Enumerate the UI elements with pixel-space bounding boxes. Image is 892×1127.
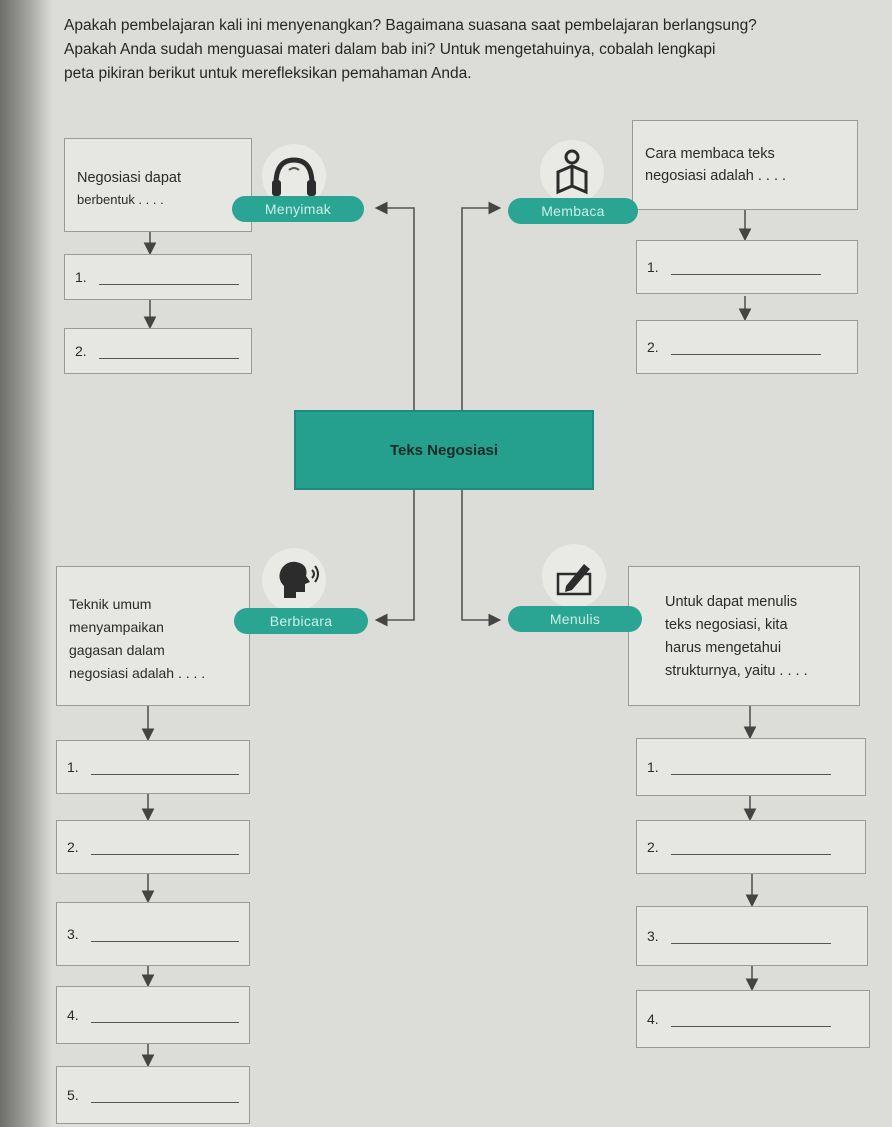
slot-number: 1. (647, 259, 659, 275)
headphones-icon (272, 157, 316, 196)
slot-number: 1. (67, 759, 79, 775)
menulis-answer-slot-3[interactable]: 3. (636, 906, 868, 966)
answer-line (671, 1012, 831, 1027)
slot-number: 1. (75, 269, 87, 285)
answer-line (99, 344, 239, 359)
answer-line (671, 929, 831, 944)
menyimak-question-line-2: berbentuk . . . . (77, 192, 164, 207)
menulis-question-line-2: teks negosiasi, kita (665, 617, 788, 633)
answer-line (90, 760, 239, 775)
membaca-question-box: Cara membaca teks negosiasi adalah . . .… (632, 120, 858, 210)
center-topic-box: Teks Negosiasi (294, 410, 594, 490)
menulis-answer-slot-1[interactable]: 1. (636, 738, 866, 796)
page-shadow-edge (0, 0, 52, 1127)
menyimak-question-box: Negosiasi dapat berbentuk . . . . (64, 138, 252, 232)
intro-line-1: Apakah pembelajaran kali ini menyenangka… (64, 17, 757, 34)
berbicara-question-line-3: gagasan dalam (69, 642, 165, 658)
berbicara-answer-slot-5[interactable]: 5. (56, 1066, 250, 1124)
menyimak-answer-slot-2[interactable]: 2. (64, 328, 252, 374)
answer-line (671, 760, 831, 775)
slot-number: 3. (647, 928, 659, 944)
berbicara-answer-slot-3[interactable]: 3. (56, 902, 250, 966)
pencil-writing-icon (556, 564, 592, 596)
membaca-answer-slot-2[interactable]: 2. (636, 320, 858, 374)
berbicara-question-line-1: Teknik umum (69, 596, 152, 612)
intro-line-3: peta pikiran berikut untuk merefleksikan… (64, 65, 472, 82)
menyimak-question-line-1: Negosiasi dapat (77, 170, 181, 186)
berbicara-question-box: Teknik umum menyampaikan gagasan dalam n… (56, 566, 250, 706)
membaca-question-line-2: negosiasi adalah . . . . (645, 168, 787, 184)
answer-line (90, 1088, 239, 1103)
reading-person-icon (556, 149, 588, 195)
answer-line (671, 260, 821, 275)
menyimak-answer-slot-1[interactable]: 1. (64, 254, 252, 300)
membaca-label-pill: Membaca (508, 198, 638, 224)
menulis-question-line-1: Untuk dapat menulis (665, 594, 798, 610)
menulis-question-line-4: strukturnya, yaitu . . . . (665, 663, 808, 679)
menulis-answer-slot-4[interactable]: 4. (636, 990, 870, 1048)
berbicara-answer-slot-2[interactable]: 2. (56, 820, 250, 874)
pencil-writing-icon-circle (542, 544, 606, 608)
membaca-answer-slot-1[interactable]: 1. (636, 240, 858, 294)
berbicara-answer-slot-1[interactable]: 1. (56, 740, 250, 794)
answer-line (90, 1008, 239, 1023)
answer-line (90, 840, 239, 855)
slot-number: 5. (67, 1087, 79, 1103)
slot-number: 1. (647, 759, 659, 775)
slot-number: 2. (67, 839, 79, 855)
berbicara-question-line-4: negosiasi adalah . . . . (69, 665, 206, 681)
menulis-question-line-3: harus mengetahui (665, 640, 782, 656)
speaking-head-icon-circle (262, 548, 326, 612)
reading-person-icon-circle (540, 140, 604, 204)
menulis-answer-slot-2[interactable]: 2. (636, 820, 866, 874)
intro-line-2: Apakah Anda sudah menguasai materi dalam… (64, 41, 716, 58)
answer-line (671, 840, 831, 855)
answer-line (99, 270, 239, 285)
center-topic-label: Teks Negosiasi (389, 441, 499, 459)
slot-number: 2. (647, 839, 659, 855)
slot-number: 4. (67, 1007, 79, 1023)
slot-number: 2. (75, 343, 87, 359)
slot-number: 2. (647, 339, 659, 355)
membaca-question-line-1: Cara membaca teks (645, 146, 775, 162)
berbicara-label-pill: Berbicara (234, 608, 368, 634)
menulis-label-pill: Menulis (508, 606, 642, 632)
speaking-head-icon (279, 561, 319, 598)
answer-line (671, 340, 821, 355)
berbicara-answer-slot-4[interactable]: 4. (56, 986, 250, 1044)
menulis-question-box: Untuk dapat menulis teks negosiasi, kita… (628, 566, 860, 706)
slot-number: 4. (647, 1011, 659, 1027)
menyimak-label-pill: Menyimak (232, 196, 364, 222)
intro-text: Apakah pembelajaran kali ini menyenangka… (64, 14, 884, 86)
slot-number: 3. (67, 926, 79, 942)
berbicara-question-line-2: menyampaikan (69, 619, 164, 635)
answer-line (90, 927, 239, 942)
